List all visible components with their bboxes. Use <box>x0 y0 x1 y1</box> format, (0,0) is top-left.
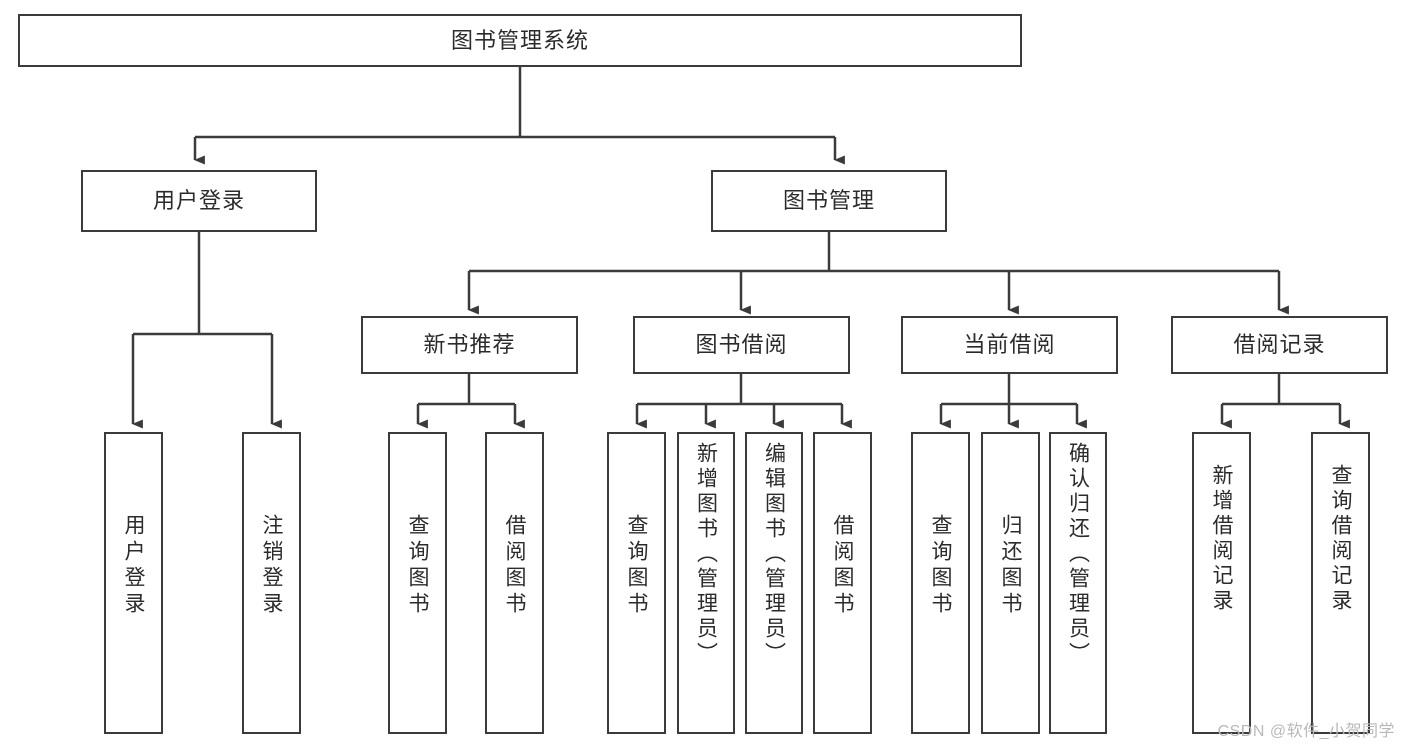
node-book-borrow[interactable]: 图书借阅 <box>633 316 850 374</box>
node-new-book-rec[interactable]: 新书推荐 <box>361 316 578 374</box>
node-new-book-rec-label: 新书推荐 <box>423 332 516 357</box>
node-book-borrow-label: 图书借阅 <box>695 332 788 357</box>
leaf-edit-book[interactable]: 编辑图书（管理员） <box>745 432 803 734</box>
leaf-query-book-3[interactable]: 查询图书 <box>911 432 970 734</box>
leaf-add-record-label: 新增借阅记录 <box>1210 464 1233 614</box>
leaf-query-book-1-label: 查询图书 <box>406 514 429 618</box>
leaf-borrow-book-1[interactable]: 借阅图书 <box>485 432 544 734</box>
leaf-add-book[interactable]: 新增图书（管理员） <box>677 432 735 734</box>
leaf-add-book-label: 新增图书（管理员） <box>694 442 718 667</box>
leaf-query-book-3-label: 查询图书 <box>929 514 952 618</box>
leaf-return-book[interactable]: 归还图书 <box>981 432 1040 734</box>
leaf-logout-label: 注销登录 <box>260 514 283 618</box>
node-book-manage-label: 图书管理 <box>782 188 875 213</box>
node-borrow-record-label: 借阅记录 <box>1233 332 1326 357</box>
leaf-edit-book-label: 编辑图书（管理员） <box>762 442 786 667</box>
leaf-logout[interactable]: 注销登录 <box>242 432 301 734</box>
node-root-label: 图书管理系统 <box>450 27 589 53</box>
leaf-query-book-2-label: 查询图书 <box>625 514 648 618</box>
leaf-confirm-return[interactable]: 确认归还（管理员） <box>1049 432 1107 734</box>
leaf-query-record[interactable]: 查询借阅记录 <box>1311 432 1370 734</box>
leaf-return-book-label: 归还图书 <box>999 514 1022 618</box>
node-current-borrow[interactable]: 当前借阅 <box>901 316 1118 374</box>
leaf-borrow-book-1-label: 借阅图书 <box>503 514 526 618</box>
node-user-login[interactable]: 用户登录 <box>81 170 317 232</box>
leaf-user-login-label: 用户登录 <box>122 514 145 618</box>
node-borrow-record[interactable]: 借阅记录 <box>1171 316 1388 374</box>
leaf-user-login[interactable]: 用户登录 <box>104 432 163 734</box>
leaf-confirm-return-label: 确认归还（管理员） <box>1066 442 1090 667</box>
leaf-query-book-2[interactable]: 查询图书 <box>607 432 666 734</box>
node-root[interactable]: 图书管理系统 <box>18 14 1022 67</box>
node-book-manage[interactable]: 图书管理 <box>711 170 947 232</box>
node-user-login-label: 用户登录 <box>152 188 245 213</box>
leaf-borrow-book-2-label: 借阅图书 <box>831 514 854 618</box>
watermark-text: CSDN @软件_小贺同学 <box>1217 723 1395 740</box>
leaf-query-record-label: 查询借阅记录 <box>1329 464 1352 614</box>
leaf-add-record[interactable]: 新增借阅记录 <box>1192 432 1251 734</box>
leaf-query-book-1[interactable]: 查询图书 <box>388 432 447 734</box>
leaf-borrow-book-2[interactable]: 借阅图书 <box>813 432 872 734</box>
node-current-borrow-label: 当前借阅 <box>963 332 1056 357</box>
